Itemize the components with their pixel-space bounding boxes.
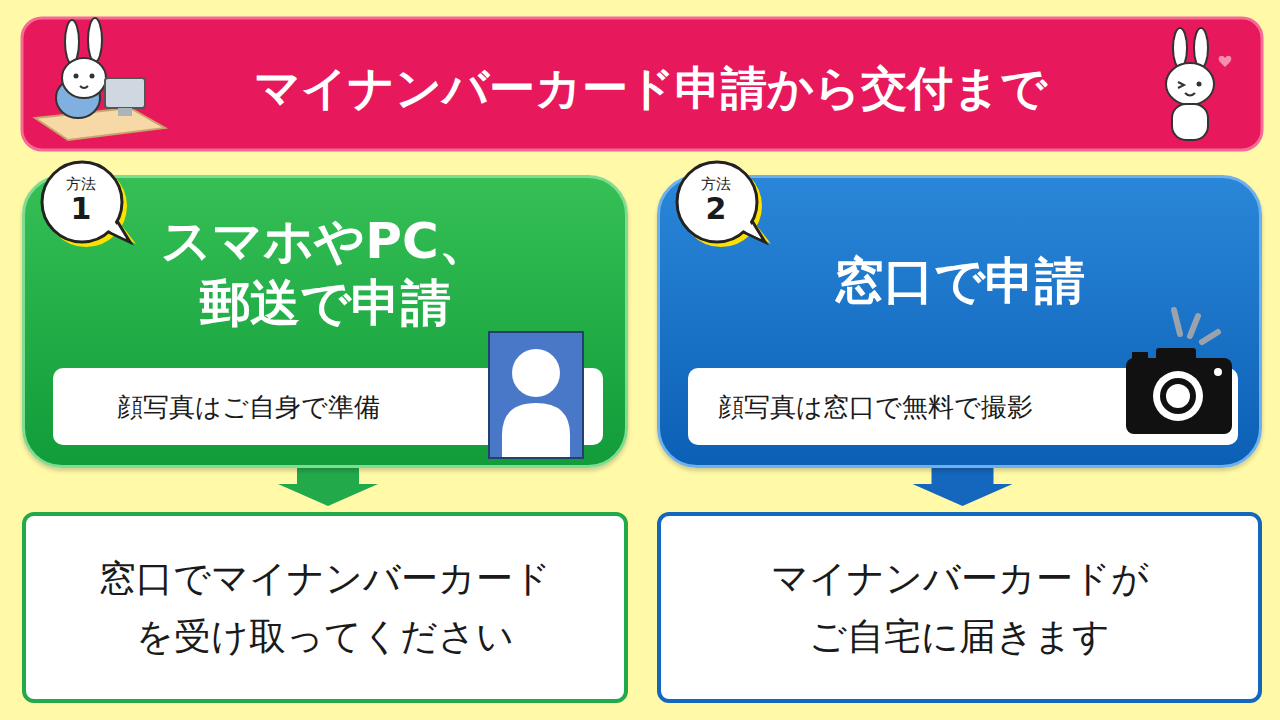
panel-heading-holder: 窓口で申請 xyxy=(834,250,1085,312)
photo-note: 顔写真は窓口で無料で撮影 xyxy=(718,390,1033,424)
result-box: 窓口でマイナンバーカード を受け取ってください xyxy=(22,512,628,703)
method-label: 方法 xyxy=(701,175,731,193)
method-number: 2 xyxy=(706,193,727,225)
method-label: 方法 xyxy=(66,175,96,193)
speech-bubble-outline xyxy=(38,158,150,270)
result-text: 窓口でマイナンバーカード を受け取ってください xyxy=(99,550,551,666)
method-bubble: 方法2 xyxy=(673,158,765,250)
panel-heading-holder: スマホやPC、 郵送で申請 xyxy=(161,210,488,334)
rabbit-mascot-left xyxy=(35,18,165,140)
method-bubble: 方法1 xyxy=(38,158,130,250)
photo-note-box: 顔写真は窓口で無料で撮影 xyxy=(688,368,1238,445)
result-text: マイナンバーカードが ご自宅に届きます xyxy=(771,550,1149,666)
panel-heading: 窓口で申請 xyxy=(834,250,1085,312)
speech-bubble-outline xyxy=(673,158,785,270)
face-photo-icon xyxy=(488,331,584,459)
camera-icon xyxy=(1118,306,1238,436)
rabbit-mascot-right xyxy=(1166,28,1231,140)
diagram-title: マイナンバーカード申請から交付まで xyxy=(170,58,1130,118)
method-number: 1 xyxy=(71,193,92,225)
flow-arrow xyxy=(913,466,1013,506)
panel-heading: スマホやPC、 郵送で申請 xyxy=(161,210,488,334)
photo-note-box: 顔写真はご自身で準備 xyxy=(53,368,603,445)
flow-arrow xyxy=(278,466,378,506)
result-box: マイナンバーカードが ご自宅に届きます xyxy=(657,512,1262,703)
photo-note: 顔写真はご自身で準備 xyxy=(117,390,380,424)
title-band xyxy=(22,18,1262,150)
